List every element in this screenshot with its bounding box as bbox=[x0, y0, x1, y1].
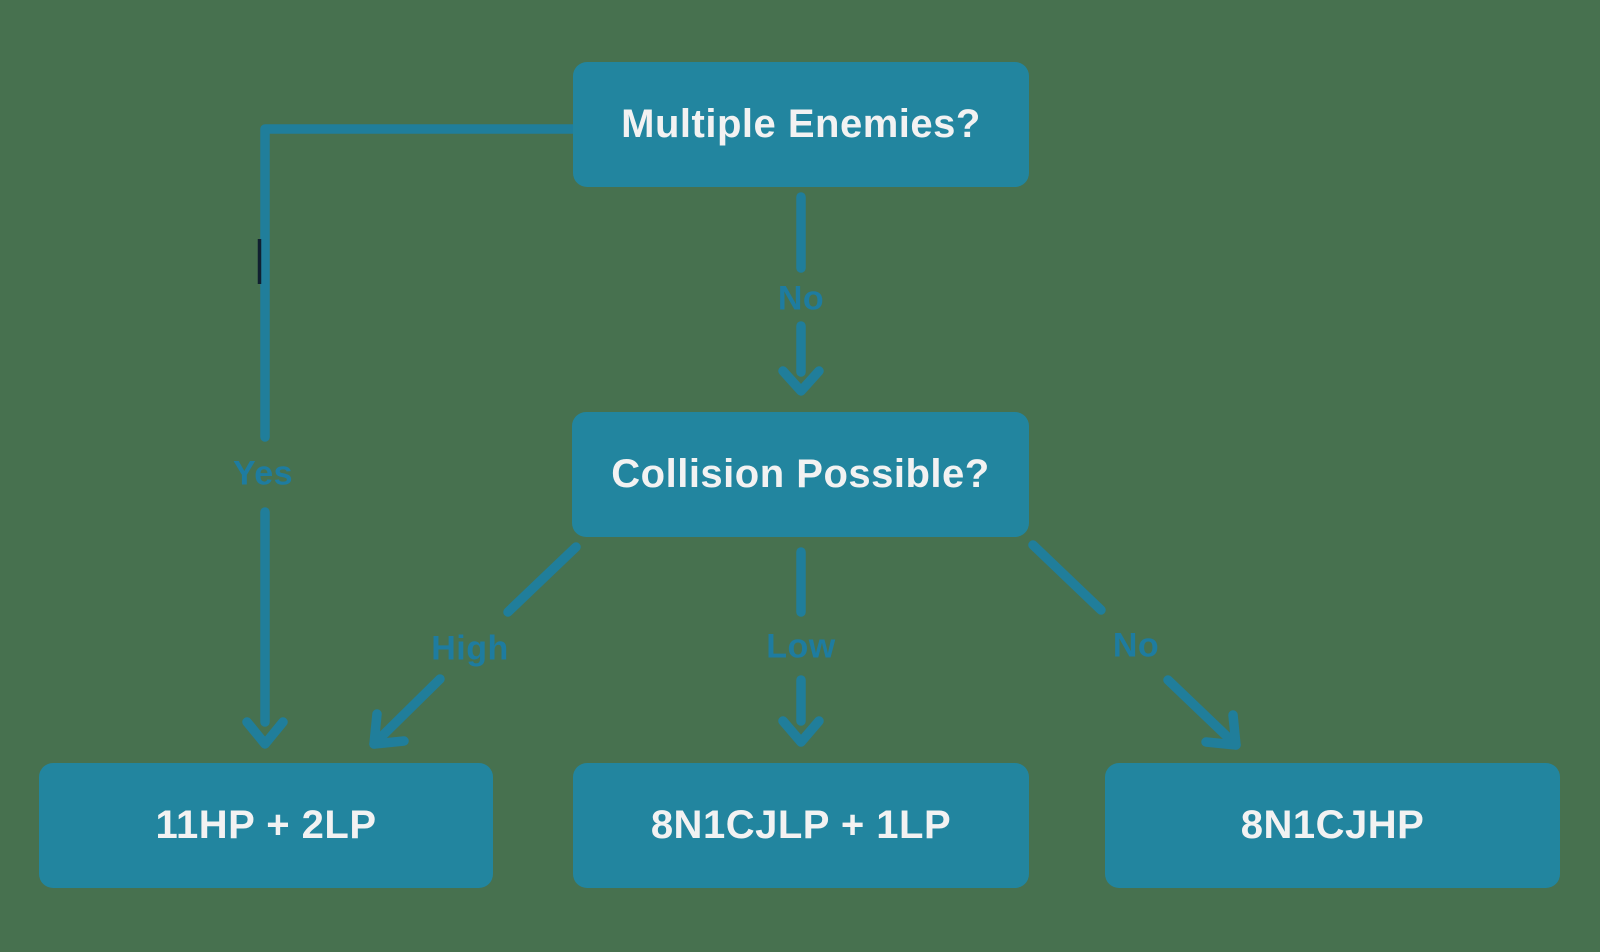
edge-high-arrowhead-icon bbox=[369, 709, 409, 749]
node-outcome-middle: 8N1CJLP + 1LP bbox=[573, 763, 1029, 888]
node-outcome-right: 8N1CJHP bbox=[1105, 763, 1560, 888]
edge-low-arrowhead-icon bbox=[778, 716, 824, 747]
edge-label-yes: Yes bbox=[232, 454, 294, 493]
edge-high-segment-upper bbox=[503, 542, 581, 617]
edge-no2-segment-upper bbox=[1028, 540, 1106, 615]
edge-label-high: High bbox=[431, 629, 509, 668]
edge-no2-arrowhead-icon bbox=[1201, 710, 1241, 750]
node-outcome-right-label: 8N1CJHP bbox=[1240, 803, 1425, 847]
node-multiple-enemies-label: Multiple Enemies? bbox=[621, 102, 981, 146]
node-multiple-enemies: Multiple Enemies? bbox=[573, 62, 1029, 187]
node-outcome-left: 11HP + 2LP bbox=[39, 763, 493, 888]
edge-no2-segment-lower bbox=[1163, 675, 1241, 750]
edge-label-low: Low bbox=[766, 627, 836, 666]
edge-yes-elbow bbox=[260, 124, 578, 442]
node-outcome-middle-label: 8N1CJLP + 1LP bbox=[650, 803, 952, 847]
edge-label-no-collision: No bbox=[1112, 626, 1160, 665]
edge-high-segment-lower bbox=[369, 674, 445, 749]
edge-yes-arrowhead-icon bbox=[242, 717, 288, 749]
node-collision-possible-label: Collision Possible? bbox=[611, 452, 990, 496]
node-collision-possible: Collision Possible? bbox=[572, 412, 1029, 537]
edge-label-no: No bbox=[777, 279, 825, 318]
node-outcome-left-label: 11HP + 2LP bbox=[155, 803, 377, 847]
edge-no-arrowhead-icon bbox=[778, 366, 824, 396]
